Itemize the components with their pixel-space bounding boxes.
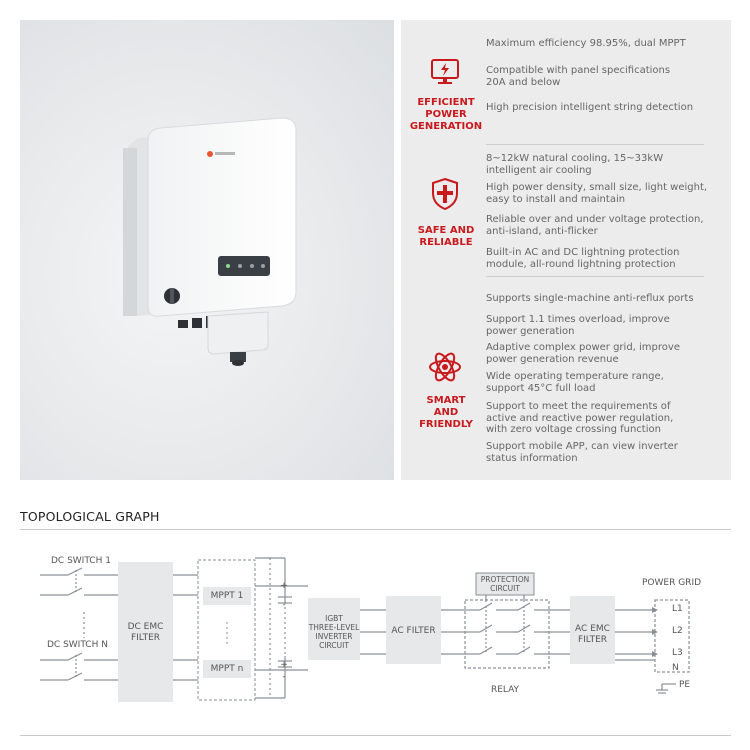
mppt-group-box bbox=[197, 559, 256, 701]
divider bbox=[20, 735, 731, 736]
mppt-n-label: MPPT n bbox=[210, 664, 244, 674]
ac-emc-filter-box bbox=[570, 596, 615, 664]
atom-icon bbox=[429, 352, 461, 382]
inverter-label: IGBT THREE-LEVEL INVERTER CIRCUIT bbox=[308, 614, 360, 650]
feature-title-safe: SAFE AND RELIABLE bbox=[417, 225, 475, 248]
power-grid-label: POWER GRID bbox=[642, 578, 702, 588]
product-image-panel bbox=[20, 20, 394, 480]
protection-circuit-label: PROTECTION CIRCUIT bbox=[480, 575, 530, 593]
divider bbox=[486, 276, 704, 277]
feature-item: High power density, small size, light we… bbox=[486, 182, 708, 205]
feature-item: Compatible with panel specifications 20A… bbox=[486, 65, 671, 88]
ac-emc-filter-label: AC EMC FILTER bbox=[575, 624, 610, 645]
ac-filter-label: AC FILTER bbox=[391, 626, 436, 636]
divider bbox=[486, 144, 704, 145]
feature-title-smart: SMART AND FRIENDLY bbox=[419, 395, 473, 430]
monitor-lightning-icon bbox=[431, 59, 459, 84]
feature-item: Wide operating temperature range, suppor… bbox=[486, 371, 664, 394]
relay-label: RELAY bbox=[490, 685, 520, 695]
plus-sign: + bbox=[280, 581, 288, 591]
mppt-1-label: MPPT 1 bbox=[210, 591, 244, 601]
grid-line-l3: L3 bbox=[672, 648, 683, 658]
minus-sign: - bbox=[282, 672, 286, 682]
inverter-box bbox=[308, 598, 360, 660]
ac-filter-box bbox=[386, 596, 441, 664]
dc-switch-n-label: DC SWITCH N bbox=[47, 640, 108, 650]
feature-item: Adaptive complex power grid, improve pow… bbox=[486, 342, 680, 365]
protection-circuit-box bbox=[475, 572, 535, 596]
grid-line-l2: L2 bbox=[672, 626, 683, 636]
grid-line-l1: L1 bbox=[672, 604, 683, 614]
feature-item: Maximum efficiency 98.95%, dual MPPT bbox=[486, 38, 686, 49]
feature-item: 8~12kW natural cooling, 15~33kW intellig… bbox=[486, 153, 664, 176]
pe-label: PE bbox=[679, 680, 691, 690]
feature-item: Support mobile APP, can view inverter st… bbox=[486, 441, 678, 464]
inverter-illustration bbox=[123, 117, 297, 366]
divider bbox=[20, 529, 731, 530]
feature-item: High precision intelligent string detect… bbox=[486, 102, 694, 113]
dc-emc-filter-box bbox=[118, 562, 173, 702]
section-title: TOPOLOGICAL GRAPH bbox=[20, 509, 160, 524]
shield-cross-icon bbox=[432, 177, 458, 211]
plus-sign: + bbox=[280, 660, 288, 670]
dc-emc-filter-label: DC EMC FILTER bbox=[127, 622, 164, 643]
feature-item: Built-in AC and DC lightning protection … bbox=[486, 247, 680, 270]
mppt-n-box bbox=[203, 660, 251, 678]
mppt-1-box bbox=[203, 587, 251, 605]
grid-line-n: N bbox=[672, 663, 679, 673]
minus-sign: - bbox=[282, 600, 286, 610]
topology-diagram bbox=[40, 557, 690, 702]
dc-switch-1-label: DC SWITCH 1 bbox=[51, 556, 111, 566]
feature-item: Support 1.1 times overload, improve powe… bbox=[486, 314, 670, 337]
feature-title-efficient: EFFICIENT POWER GENERATION bbox=[409, 97, 483, 132]
feature-item: Supports single-machine anti-reflux port… bbox=[486, 293, 694, 304]
features-panel: EFFICIENT POWER GENERATION Maximum effic… bbox=[401, 20, 731, 480]
feature-item: Reliable over and under voltage protecti… bbox=[486, 214, 704, 237]
feature-item: Support to meet the requirements of acti… bbox=[486, 401, 674, 435]
